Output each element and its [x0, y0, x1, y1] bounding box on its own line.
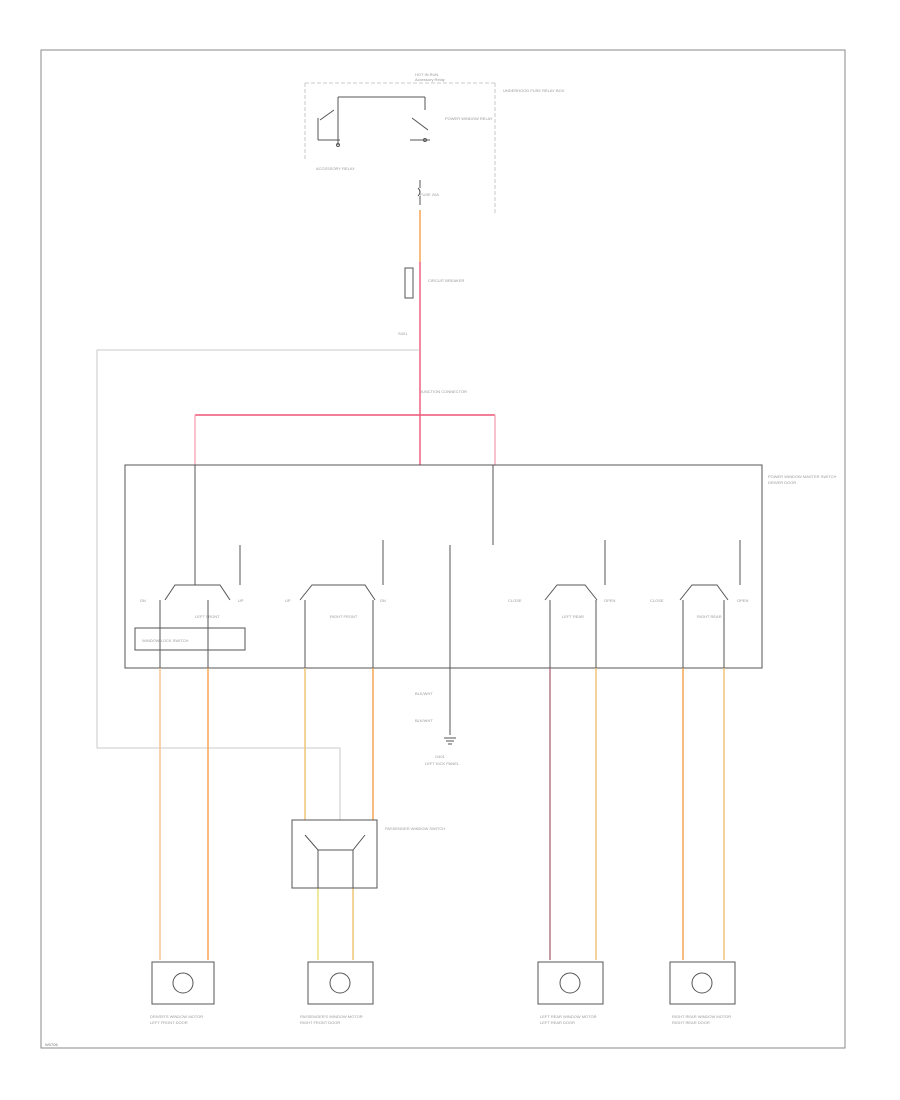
passenger-window-switch: PASSENGER WINDOW SWITCH	[291, 819, 445, 889]
motor1-name: DRIVER'S WINDOW MOTOR	[150, 1014, 203, 1019]
sw3-name: LEFT REAR	[562, 614, 584, 619]
switch-left-front: DN UP LEFT FRONT	[140, 545, 244, 668]
master-switch: POWER WINDOW MASTER SWITCH DRIVER DOOR D…	[124, 464, 837, 669]
sw2-right: DN	[380, 598, 386, 603]
circuit-breaker-label: CIRCUIT BREAKER	[428, 278, 464, 283]
motor4-name: RIGHT REAR WINDOW MOTOR	[672, 1014, 731, 1019]
sw4-left: CLOSE	[650, 598, 664, 603]
main-feed-wires: CIRCUIT BREAKER S401 JUNCTION CONNECTOR	[96, 210, 496, 820]
ground-label-2: BLK/WHT	[415, 718, 433, 723]
ground-name: G401	[435, 754, 446, 759]
motor-left-rear: LEFT REAR WINDOW MOTOR LEFT REAR DOOR	[537, 961, 604, 1025]
page-reference: W0706	[45, 1042, 58, 1047]
passenger-switch-box	[291, 819, 378, 889]
master-switch-box	[124, 464, 763, 669]
motor3-sub: LEFT REAR DOOR	[540, 1020, 575, 1025]
window-lock-label: WINDOW LOCK SWITCH	[142, 638, 189, 643]
sw2-left: UP	[285, 598, 291, 603]
motor2-name: PASSENGER'S WINDOW MOTOR	[300, 1014, 363, 1019]
motor2-sub: RIGHT FRONT DOOR	[300, 1020, 340, 1025]
grey-return-wire	[96, 349, 420, 820]
sw2-name: RIGHT FRONT	[330, 614, 358, 619]
motor1-sub: LEFT FRONT DOOR	[150, 1020, 188, 1025]
motor-wires	[159, 668, 725, 960]
switch-left-rear: CLOSE OPEN LEFT REAR	[508, 540, 615, 668]
top-relay-right-label: POWER WINDOW RELAY	[445, 116, 493, 121]
underhood-relay-box: HOT IN RUN Accessory Relay UNDERHOOD FUS…	[304, 72, 565, 215]
sw1-right: UP	[238, 598, 244, 603]
sw1-name: LEFT FRONT	[195, 614, 220, 619]
switch-right-front: UP DN RIGHT FRONT	[285, 540, 386, 668]
ground-g401: BLK/WHT BLK/WHT G401 LEFT KICK PANEL	[415, 668, 460, 766]
diagram-frame	[40, 49, 846, 1049]
top-module-title: HOT IN RUN	[415, 72, 438, 77]
motor4-sub: RIGHT REAR DOOR	[672, 1020, 710, 1025]
master-switch-sub: DRIVER DOOR	[768, 480, 796, 485]
switch-right-rear: CLOSE OPEN RIGHT REAR	[650, 540, 748, 668]
sw4-name: RIGHT REAR	[697, 614, 722, 619]
top-relay-left-label: ACCESSORY RELAY	[316, 166, 355, 171]
motor-driver: DRIVER'S WINDOW MOTOR LEFT FRONT DOOR	[150, 961, 215, 1025]
motor-right-rear: RIGHT REAR WINDOW MOTOR RIGHT REAR DOOR	[669, 961, 736, 1025]
junction-label: JUNCTION CONNECTOR	[420, 389, 467, 394]
sw3-left: CLOSE	[508, 598, 522, 603]
top-module-note: UNDERHOOD FUSE RELAY BOX	[503, 88, 565, 93]
ground-label-1: BLK/WHT	[415, 691, 433, 696]
sw3-right: OPEN	[604, 598, 615, 603]
circuit-breaker	[404, 267, 414, 299]
master-switch-title: POWER WINDOW MASTER SWITCH	[768, 474, 837, 479]
sw1-left: DN	[140, 598, 146, 603]
top-module-sub: Accessory Relay	[415, 77, 445, 82]
motor-passenger: PASSENGER'S WINDOW MOTOR RIGHT FRONT DOO…	[300, 961, 374, 1025]
fuse-label: FUSE 20A	[420, 192, 439, 197]
ground-sub: LEFT KICK PANEL	[425, 761, 460, 766]
splice-label: S401	[398, 331, 408, 336]
motor3-name: LEFT REAR WINDOW MOTOR	[540, 1014, 597, 1019]
passenger-switch-label: PASSENGER WINDOW SWITCH	[385, 826, 445, 831]
window-lock-switch	[134, 627, 246, 651]
sw4-right: OPEN	[737, 598, 748, 603]
